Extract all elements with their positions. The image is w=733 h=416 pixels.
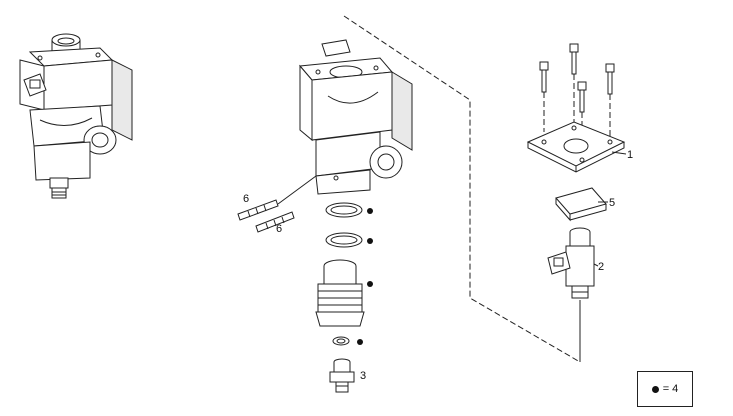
callout-6-lower: 6 — [276, 223, 282, 235]
o-ring-lower — [325, 232, 363, 248]
callout-1: 1 — [627, 149, 633, 161]
sensor-part-2 — [547, 227, 595, 299]
leader-line — [343, 15, 581, 363]
callout-2: 2 — [598, 261, 604, 273]
bullet-dot-icon — [651, 385, 659, 393]
screws — [539, 43, 615, 136]
seal-dot-2 — [367, 238, 373, 244]
flange-plate-part-1 — [526, 121, 626, 173]
legend-text: = 4 — [662, 383, 679, 395]
assembled-valve-drawing — [19, 33, 133, 199]
clip-part-5 — [555, 187, 607, 222]
nozzle-fitting-part-3 — [329, 358, 355, 393]
o-ring-upper — [325, 202, 363, 218]
callout-leader-2 — [593, 263, 599, 267]
seal-dot-4 — [357, 339, 363, 345]
callout-6-upper: 6 — [243, 193, 249, 205]
valve-body-drawing — [298, 39, 413, 195]
callout-leader-1 — [611, 151, 627, 155]
threaded-sleeve — [315, 259, 365, 327]
callout-5: 5 — [609, 197, 615, 209]
seal-dot-3 — [367, 281, 373, 287]
pin-part-6-upper — [237, 175, 317, 221]
legend-box: = 4 — [637, 371, 693, 407]
seal-dot-1 — [367, 208, 373, 214]
pin-part-6-lower — [255, 211, 295, 233]
callout-3: 3 — [360, 370, 366, 382]
small-washer — [332, 336, 350, 346]
